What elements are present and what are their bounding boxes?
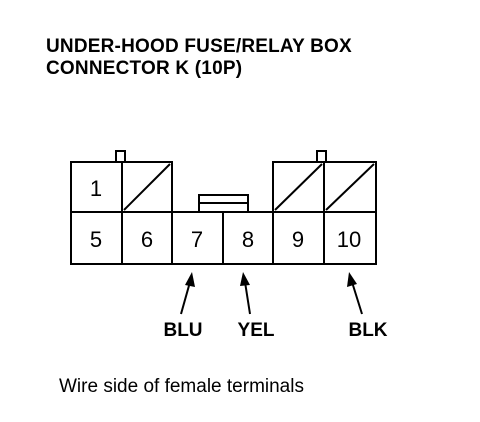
pin-label: 6 <box>141 227 153 252</box>
pin-label: 9 <box>292 227 304 252</box>
wire-arrow-yel <box>244 281 251 315</box>
top-tab-left <box>115 150 126 163</box>
wire-arrow-blu <box>180 281 191 315</box>
diagram-title: UNDER-HOOD FUSE/RELAY BOX CONNECTOR K (1… <box>46 36 352 80</box>
pin-label: 1 <box>90 176 102 201</box>
pin-label: 10 <box>337 227 361 252</box>
empty-cavity-mark <box>325 163 375 211</box>
empty-cavity-mark <box>123 163 171 211</box>
title-line-1: UNDER-HOOD FUSE/RELAY BOX <box>46 36 352 57</box>
wire-label-yel: YEL <box>238 320 275 341</box>
pin-label: 5 <box>90 227 102 252</box>
title-line-2: CONNECTOR K (10P) <box>46 58 243 79</box>
pin-label: 7 <box>191 227 203 252</box>
pin-label: 8 <box>242 227 254 252</box>
wire-arrow-blk <box>351 281 363 315</box>
top-tab-right <box>316 150 327 163</box>
wire-label-blu: BLU <box>163 320 202 341</box>
diagram-caption: Wire side of female terminals <box>59 376 304 397</box>
empty-cavity-mark <box>274 163 323 211</box>
wire-label-blk: BLK <box>348 320 387 341</box>
